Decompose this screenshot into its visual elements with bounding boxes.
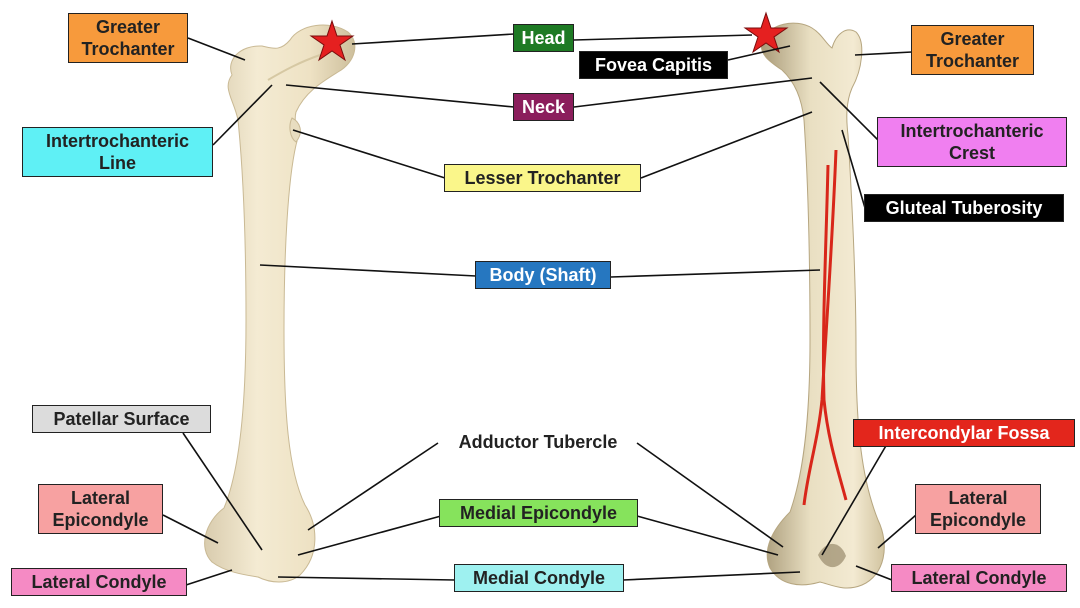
linea-aspera-medial [821,164,848,501]
label-intertrochanteric-line: Intertrochanteric Line [22,127,213,177]
left-femur [204,24,356,583]
label-adductor-tubercle: Adductor Tubercle [438,431,638,453]
label-medial-condyle: Medial Condyle [454,564,624,592]
label-fovea-capitis-text: Fovea Capitis [594,55,713,75]
label-greater-trochanter-right-line1: Greater [940,29,1005,49]
label-head-text: Head [521,28,566,48]
label-intercondylar-fossa-text: Intercondylar Fossa [878,423,1050,443]
label-lateral-condyle-left-text: Lateral Condyle [31,572,167,592]
label-lateral-epicondyle-left-line2: Epicondyle [52,510,149,530]
label-medial-epicondyle-text: Medial Epicondyle [459,503,618,523]
label-greater-trochanter-right-line2: Trochanter [925,51,1020,71]
label-lateral-epicondyle-right-line1: Lateral [948,488,1008,508]
label-lesser-trochanter: Lesser Trochanter [444,164,641,192]
label-head: Head [513,24,574,52]
left-femur-neck-shade [267,54,321,81]
label-adductor-tubercle-text: Adductor Tubercle [458,432,618,452]
label-lateral-epicondyle-right: Lateral Epicondyle [915,484,1041,534]
label-intertrochanteric-crest-line1: Intertrochanteric [900,121,1044,141]
left-head-star-icon [309,19,355,62]
label-intercondylar-fossa: Intercondylar Fossa [853,419,1075,447]
label-lesser-trochanter-text: Lesser Trochanter [464,168,621,188]
label-lateral-condyle-right: Lateral Condyle [891,564,1067,592]
label-intertrochanteric-line-line1: Intertrochanteric [45,131,190,151]
label-lateral-epicondyle-left: Lateral Epicondyle [38,484,163,534]
label-greater-trochanter-left-line2: Trochanter [81,39,175,59]
label-neck: Neck [513,93,574,121]
label-intertrochanteric-crest-line2: Crest [948,143,996,163]
label-lateral-epicondyle-left-line1: Lateral [70,488,131,508]
label-lateral-condyle-right-text: Lateral Condyle [911,568,1047,588]
label-lateral-condyle-left: Lateral Condyle [11,568,187,596]
label-neck-text: Neck [521,97,566,117]
label-medial-condyle-text: Medial Condyle [472,568,606,588]
label-intertrochanteric-line-line2: Line [98,153,136,173]
label-patellar-surface-text: Patellar Surface [53,409,190,429]
label-body-shaft: Body (Shaft) [475,261,611,289]
label-patellar-surface: Patellar Surface [32,405,211,433]
label-greater-trochanter-left: Greater Trochanter [68,13,188,63]
label-gluteal-tuberosity: Gluteal Tuberosity [864,194,1064,222]
label-intertrochanteric-crest: Intertrochanteric Crest [877,117,1067,167]
leader-lines [162,33,917,586]
label-medial-epicondyle: Medial Epicondyle [439,499,638,527]
right-head-star-icon [743,11,789,54]
label-greater-trochanter-right: Greater Trochanter [911,25,1034,75]
label-body-shaft-text: Body (Shaft) [489,265,597,285]
label-greater-trochanter-left-line1: Greater [95,17,161,37]
label-fovea-capitis: Fovea Capitis [579,51,728,79]
label-lateral-epicondyle-right-line2: Epicondyle [929,510,1027,530]
label-gluteal-tuberosity-text: Gluteal Tuberosity [885,198,1043,218]
